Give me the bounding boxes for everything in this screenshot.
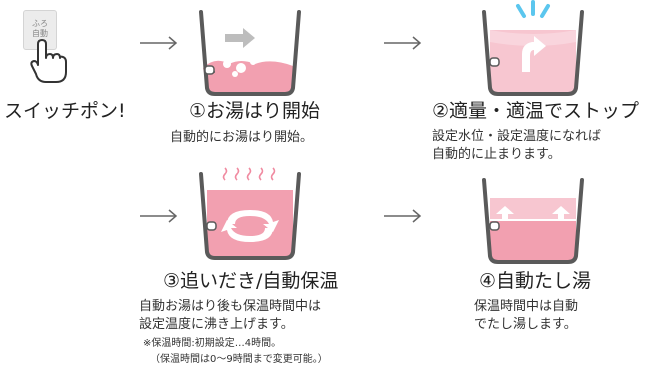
step3-title: ③追いだき/自動保温 [163,270,339,292]
step4-desc-line1: 保温時間中は自動 [474,299,579,314]
button-label-line1: ふろ [32,19,48,28]
step4-desc-line2: でたし湯します。 [474,317,577,332]
step0-title: スイッチポン! [4,100,126,122]
button-label-line2: 自動 [32,29,48,38]
arrow-right-icon [140,209,178,223]
step3-note-line2: （保温時間は0〜9時間まで変更可能。） [150,354,328,365]
pointing-hand-icon [30,39,67,83]
step3-desc-line2: 設定温度に沸き上げます。 [139,317,294,332]
step3-note-line1: ※保温時間:初期設定…4時間。 [143,338,282,349]
bathtub-reheat-illustration [199,167,301,260]
step1-title: ①お湯はり開始 [189,100,321,122]
bathtub-topup-illustration [482,178,584,264]
arrow-right-icon [384,36,422,50]
step2-title: ②適量・適温でストップ [432,100,640,122]
bathtub-filling-illustration [199,10,301,96]
step2-desc-line1: 設定水位・設定温度になれば [432,129,602,144]
step2-desc-line2: 自動的に止まります。 [432,147,561,162]
step4-title: ④自動たし湯 [479,270,592,292]
arrow-right-icon [140,36,178,50]
step1-desc-line1: 自動的にお湯はり開始。 [170,130,314,145]
step3-desc-line1: 自動お湯はり後も保温時間中は [139,299,322,314]
arrow-right-icon [384,209,422,223]
bathtub-full-stop-illustration [482,0,584,96]
